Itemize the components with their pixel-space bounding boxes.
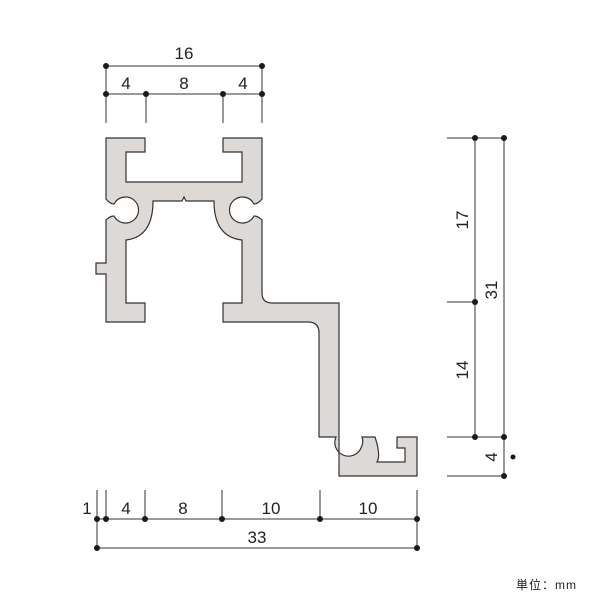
- dim-top-seg-2: 8: [179, 74, 188, 93]
- dim-bottom-seg-5: 10: [359, 499, 378, 518]
- dim-bottom-seg-2: 4: [121, 499, 130, 518]
- dim-top-seg-3: 4: [238, 74, 247, 93]
- dim-top-overall: 16: [175, 44, 194, 63]
- dim-bottom-seg-1: 1: [82, 499, 91, 518]
- aluminum-profile-section: [95, 137, 418, 477]
- top-dimensions: 16 4 8 4: [103, 44, 265, 123]
- dim-right-overall: 31: [482, 281, 501, 300]
- dim-bottom-overall: 33: [248, 528, 267, 547]
- dim-top-seg-1: 4: [121, 74, 130, 93]
- bottom-dimensions: 1 4 8 10 10 33: [82, 490, 420, 551]
- unit-label: 単位：mm: [516, 578, 577, 592]
- dim-right-seg-1: 17: [453, 211, 472, 230]
- dim-right-seg-3: 4: [482, 452, 501, 461]
- dim-bottom-seg-3: 8: [178, 499, 187, 518]
- right-dimensions: 17 14 4 31: [447, 135, 516, 479]
- dim-right-seg-2: 14: [453, 361, 472, 380]
- dim-bottom-seg-4: 10: [262, 499, 281, 518]
